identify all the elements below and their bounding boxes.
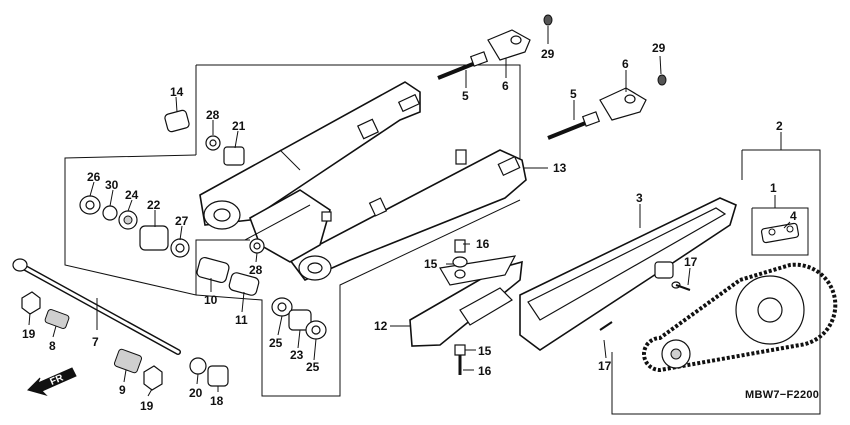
label-part-10: 10 xyxy=(204,293,218,307)
label-part-30: 30 xyxy=(105,178,119,192)
pivot-bolt-parts xyxy=(12,258,229,391)
label-part-28-lower: 28 xyxy=(249,263,263,277)
label-part-5: 5 xyxy=(462,89,469,103)
leader-lines xyxy=(28,26,791,397)
label-part-23: 23 xyxy=(290,348,304,362)
swingarm xyxy=(199,81,527,281)
label-part-2: 2 xyxy=(776,119,783,133)
label-part-18: 18 xyxy=(210,394,224,408)
label-part-1: 1 xyxy=(770,181,777,195)
chain-adjusters xyxy=(437,14,667,140)
label-part-20: 20 xyxy=(189,386,203,400)
label-part-3: 3 xyxy=(636,191,643,205)
label-part-19: 19 xyxy=(22,327,36,341)
label-part-6-second: 6 xyxy=(622,57,629,71)
label-part-17-lower: 17 xyxy=(598,359,612,373)
chain-slider xyxy=(409,239,523,375)
label-part-14: 14 xyxy=(170,85,184,99)
label-part-13: 13 xyxy=(553,161,567,175)
label-part-21: 21 xyxy=(232,119,246,133)
drive-chain-case xyxy=(519,197,737,351)
front-direction-arrow: FR xyxy=(27,367,77,396)
label-part-8: 8 xyxy=(49,339,56,353)
label-part-28: 28 xyxy=(206,108,220,122)
label-part-15: 15 xyxy=(424,257,438,271)
fr-label: FR xyxy=(49,372,66,388)
label-part-22: 22 xyxy=(147,198,161,212)
label-part-29-second: 29 xyxy=(652,41,666,55)
label-part-25: 25 xyxy=(269,336,283,350)
chain-joint-link xyxy=(760,222,800,244)
label-part-4: 4 xyxy=(790,209,797,223)
label-part-26: 26 xyxy=(87,170,101,184)
label-part-17: 17 xyxy=(684,255,698,269)
diagram-code: MBW7−F2200 xyxy=(745,389,819,401)
pivot-parts xyxy=(79,109,327,340)
label-part-24: 24 xyxy=(125,188,139,202)
label-part-25-lower: 25 xyxy=(306,360,320,374)
drive-chain xyxy=(642,262,838,373)
label-part-19-lower: 19 xyxy=(140,399,154,413)
label-part-15-lower: 15 xyxy=(478,344,492,358)
label-part-11: 11 xyxy=(235,313,248,327)
part-labels: 14 28 21 26 30 24 22 27 28 10 11 25 23 2… xyxy=(22,41,797,413)
label-part-16: 16 xyxy=(476,237,490,251)
label-part-12: 12 xyxy=(374,319,388,333)
label-part-27: 27 xyxy=(175,214,189,228)
label-part-6: 6 xyxy=(502,79,509,93)
label-part-16-lower: 16 xyxy=(478,364,492,378)
label-part-29: 29 xyxy=(541,47,555,61)
label-part-5-second: 5 xyxy=(570,87,577,101)
label-part-9: 9 xyxy=(119,383,126,397)
label-part-7: 7 xyxy=(92,335,99,349)
assembly-frame-lines xyxy=(64,64,821,415)
